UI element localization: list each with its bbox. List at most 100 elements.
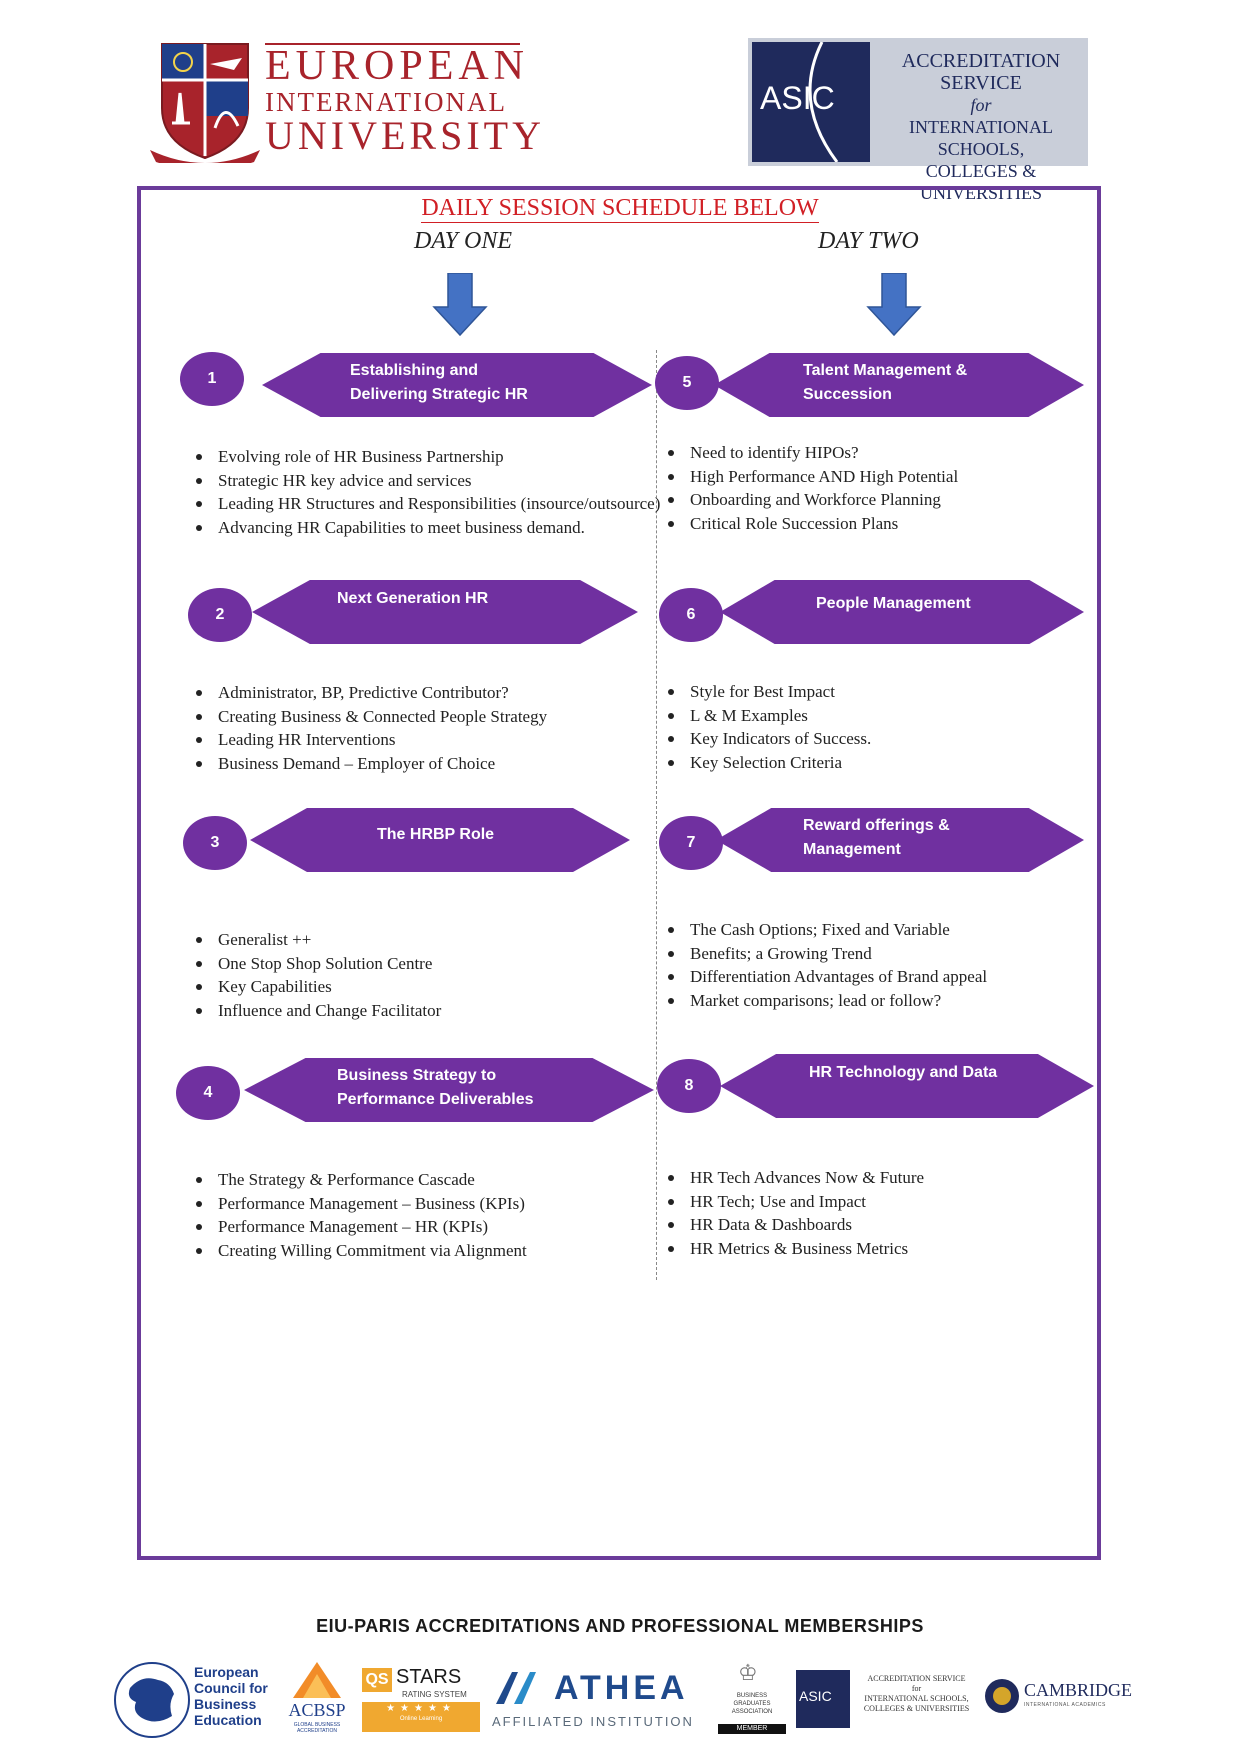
list-item: Generalist ++: [196, 928, 678, 952]
asic-swoosh-icon: [808, 42, 839, 162]
eiu-rule: [265, 43, 520, 45]
session-topics: Administrator, BP, Predictive Contributo…: [188, 681, 678, 775]
asic-badge: ASIC: [752, 42, 870, 162]
session-number-badge: 6: [659, 588, 723, 642]
session-title: People Management: [816, 595, 971, 612]
session-title-banner: [262, 353, 652, 417]
asic-footer-line-3: INTERNATIONAL SCHOOLS,: [864, 1694, 969, 1703]
acbsp-sub: GLOBAL BUSINESS ACCREDITATION: [293, 1722, 341, 1734]
list-item: Advancing HR Capabilities to meet busine…: [196, 516, 678, 540]
session-title-banner: [716, 808, 1084, 872]
stars-text: STARS: [396, 1666, 462, 1688]
athea-mark-icon: [496, 1672, 536, 1704]
column-divider: [656, 350, 657, 1280]
asic-footer-line-4: COLLEGES & UNIVERSITIES: [863, 1704, 970, 1713]
session-number-badge: 7: [659, 816, 723, 870]
accreditations-title: EIU-PARIS ACCREDITATIONS AND PROFESSIONA…: [316, 1616, 924, 1636]
session-title: The HRBP Role: [377, 826, 495, 843]
list-item: HR Tech; Use and Impact: [668, 1190, 1110, 1214]
qs-badge: QS: [362, 1668, 392, 1692]
list-item: The Strategy & Performance Cascade: [196, 1168, 678, 1192]
acbsp-text: ACBSP: [288, 1700, 346, 1720]
asic-footer-line-2: for: [911, 1684, 922, 1693]
eiu-line-3: UNIVERSITY: [265, 113, 545, 158]
star-rating-icon: ★★★★★: [386, 1703, 456, 1714]
session-topics: Need to identify HIPOs? High Performance…: [660, 441, 1110, 535]
arrow-down-icon: [432, 273, 488, 337]
list-item: Differentiation Advantages of Brand appe…: [668, 965, 1110, 989]
list-item: The Cash Options; Fixed and Variable: [668, 918, 1110, 942]
ecbe-line-4: Education: [194, 1712, 262, 1728]
day-one-label: DAY ONE: [414, 228, 513, 254]
list-item: Strategic HR key advice and services: [196, 469, 678, 493]
ecbe-logo: European Council for Business Education: [112, 1660, 277, 1740]
eiu-logo: EUROPEAN INTERNATIONAL UNIVERSITY: [150, 38, 541, 163]
schedule-frame: [137, 186, 1101, 1560]
eiu-wordmark: EUROPEAN INTERNATIONAL UNIVERSITY: [265, 43, 545, 158]
list-item: One Stop Shop Solution Centre: [196, 952, 678, 976]
session-title: Next Generation HR: [337, 590, 489, 607]
list-item: Market comparisons; lead or follow?: [668, 989, 1110, 1013]
session-title-banner: [714, 353, 1084, 417]
list-item: High Performance AND High Potential: [668, 465, 1110, 489]
list-item: HR Data & Dashboards: [668, 1213, 1110, 1237]
list-item: Evolving role of HR Business Partnership: [196, 445, 678, 469]
session-title-banner: [720, 580, 1084, 644]
list-item: Influence and Change Facilitator: [196, 999, 678, 1023]
list-item: Leading HR Interventions: [196, 728, 678, 752]
session-title: Business Strategy to Performance Deliver…: [337, 1067, 534, 1108]
session-title-banner: [250, 808, 630, 872]
bga-text: BUSINESS GRADUATES ASSOCIATION: [731, 1693, 773, 1715]
cambridge-text: CAMBRIDGE: [1024, 1680, 1133, 1700]
stars-badge-text: Online Learning: [399, 1716, 443, 1722]
session-number-badge: 3: [183, 816, 247, 870]
list-item: Creating Business & Connected People Str…: [196, 705, 678, 729]
session-title-banner: [720, 1054, 1094, 1118]
session-number-badge: 2: [188, 588, 252, 642]
session-topics: Generalist ++ One Stop Shop Solution Cen…: [188, 928, 678, 1022]
list-item: Administrator, BP, Predictive Contributo…: [196, 681, 678, 705]
session-number-badge: 8: [657, 1059, 721, 1113]
session-title: Establishing and Delivering Strategic HR: [350, 362, 528, 403]
schedule-title: DAILY SESSION SCHEDULE BELOW: [0, 195, 1240, 223]
session-title: HR Technology and Data: [809, 1064, 998, 1081]
flame-icon: [293, 1662, 341, 1698]
cambridge-sub: INTERNATIONAL ACADEMICS: [1024, 1702, 1106, 1708]
cambridge-logo: CAMBRIDGE INTERNATIONAL ACADEMICS: [984, 1676, 1136, 1720]
ecbe-line-3: Business: [194, 1696, 257, 1712]
list-item: L & M Examples: [668, 704, 1110, 728]
list-item: Performance Management – HR (KPIs): [196, 1215, 678, 1239]
session-title-banner: [252, 580, 638, 644]
eiu-line-1: EUROPEAN: [265, 43, 530, 89]
list-item: Benefits; a Growing Trend: [668, 942, 1110, 966]
day-two-label: DAY TWO: [818, 228, 919, 254]
cambridge-crest-icon: [985, 1679, 1019, 1713]
session-number-badge: 4: [176, 1066, 240, 1120]
crown-icon: ♔: [738, 1660, 758, 1685]
session-topics: Style for Best Impact L & M Examples Key…: [660, 680, 1110, 774]
list-item: Onboarding and Workforce Planning: [668, 488, 1110, 512]
ecbe-line-1: European: [194, 1664, 259, 1680]
asic-logo: ASIC ACCREDITATION SERVICE for INTERNATI…: [748, 38, 1088, 203]
globe-icon: [114, 1662, 190, 1738]
asic-badge-text: ASIC: [760, 80, 835, 116]
bga-logo: ♔ BUSINESS GRADUATES ASSOCIATION MEMBER: [718, 1660, 786, 1740]
list-item: Leading HR Structures and Responsibiliti…: [196, 492, 678, 516]
list-item: Key Selection Criteria: [668, 751, 1110, 775]
asic-wordmark: ACCREDITATION SERVICE for INTERNATIONAL …: [876, 50, 1086, 204]
session-title: Reward offerings & Management: [803, 817, 950, 858]
list-item: Performance Management – Business (KPIs): [196, 1192, 678, 1216]
athea-text: ATHEA: [554, 1669, 689, 1707]
session-number-badge: 1: [180, 352, 244, 406]
asic-line-3: INTERNATIONAL SCHOOLS,: [909, 117, 1053, 159]
asic-line-1: ACCREDITATION SERVICE: [901, 50, 1061, 94]
session-topics: The Strategy & Performance Cascade Perfo…: [188, 1168, 678, 1262]
list-item: Critical Role Succession Plans: [668, 512, 1110, 536]
list-item: Business Demand – Employer of Choice: [196, 752, 678, 776]
asic-line-2: for: [970, 95, 992, 115]
schedule-title-text: DAILY SESSION SCHEDULE BELOW: [421, 195, 819, 223]
athea-sub: AFFILIATED INSTITUTION: [492, 1714, 694, 1729]
asic-footer-badge-text: ASIC: [799, 1688, 832, 1704]
session-number-badge: 5: [655, 356, 719, 410]
ecbe-line-2: Council for: [194, 1680, 268, 1696]
